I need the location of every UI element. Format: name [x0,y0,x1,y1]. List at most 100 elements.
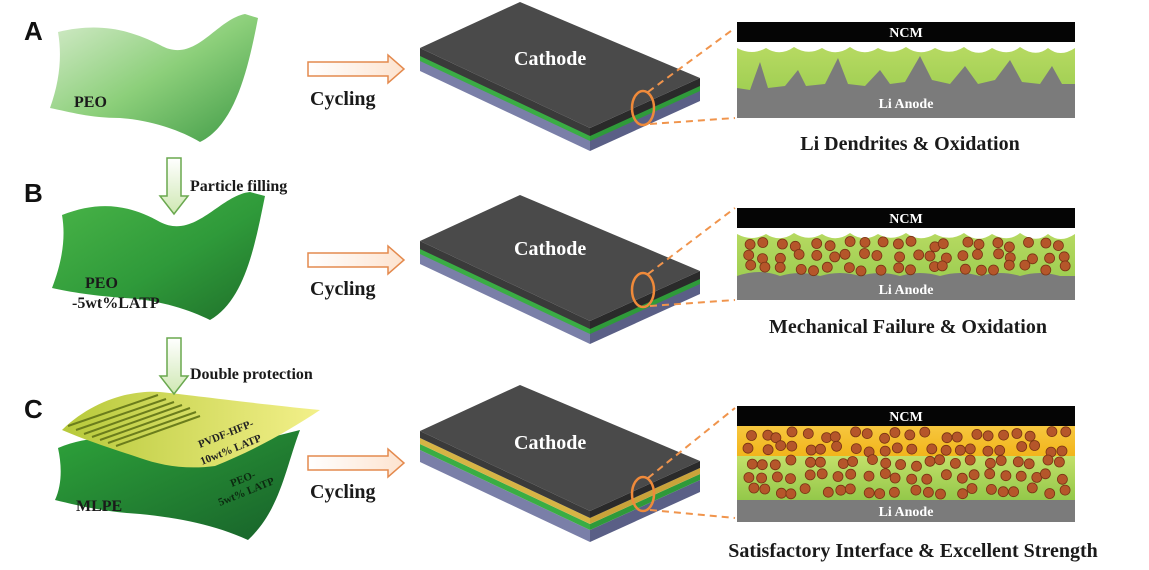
latp-particle [847,456,858,467]
latp-particle [904,429,916,441]
latp-particle [911,460,922,472]
latp-particle [880,468,891,480]
zoom-ring-c [630,475,656,513]
cycling-label-c: Cycling [310,481,376,503]
ncm-label-c: NCM [889,410,922,425]
film-label-b-line2: -5wt%LATP [72,295,160,312]
latp-particle [785,473,796,485]
latp-particle [824,240,836,252]
latp-particle [997,486,1009,498]
latp-particle [1026,482,1038,494]
ncm-label-a: NCM [889,26,922,41]
latp-particle [894,251,905,263]
latp-particle [923,486,934,498]
latp-particle [1004,241,1015,253]
cathode-stack-b [420,195,700,344]
latp-particle [850,426,861,438]
latp-particle [774,261,786,273]
latp-particle [744,238,756,250]
latp-particle [822,486,834,498]
latp-particle [973,238,985,250]
latp-particle [776,487,787,499]
latp-particle [893,262,905,274]
cathode-label-b: Cathode [514,238,586,260]
latp-particle [924,455,936,467]
panel-letter-a: A [24,16,43,46]
film-label-b-line1: PEO [85,275,118,292]
latp-particle [770,432,782,444]
cycling-arrow-b [307,244,406,276]
ncm-bar-c [737,406,1075,426]
latp-particle [808,265,819,277]
latp-particle [893,238,904,250]
latp-particle [891,442,903,454]
latp-particle [844,483,856,495]
anode-label-b: Li Anode [879,283,934,298]
latp-particle [745,259,757,271]
latp-particle [850,443,862,455]
transition-label-particle-filling: Particle filling [190,178,287,195]
latp-particle [994,444,1006,456]
cathode-stack-a [420,2,700,151]
latp-particle [992,237,1004,249]
latp-particle [845,468,857,480]
latp-particle [785,454,797,466]
latp-particle [859,248,870,259]
latp-particle [746,430,757,441]
latp-particle [743,472,755,483]
zoom-ring-a [630,89,656,127]
latp-particle [964,454,976,466]
latp-particle [976,264,987,276]
latp-particle [786,440,798,452]
latp-particle [1003,259,1015,271]
transition-label-double-protection: Double protection [190,366,313,383]
latp-particle [861,428,873,440]
caption-c: Satisfactory Interface & Excellent Stren… [728,540,1098,562]
panel-letter-b: B [24,178,43,208]
latp-particle [1056,445,1068,457]
latp-particle [816,468,828,480]
latp-particle [844,236,856,247]
latp-particle [874,488,886,500]
latp-particle [941,469,952,481]
cycling-arrow-a [307,53,406,85]
latp-particle [748,482,760,494]
latp-particle [811,238,823,249]
latp-particle [793,248,805,260]
cathode-label-a: Cathode [514,48,586,70]
latp-particle [815,443,826,455]
latp-particle [756,472,767,484]
latp-particle [995,455,1007,466]
latp-particle [1029,440,1040,451]
latp-particle [905,264,916,276]
li-anode-a [737,56,1075,118]
oxidation-layer-b [737,228,1075,239]
anode-label-a: Li Anode [879,97,934,112]
latp-particle [832,471,844,482]
latp-particle [829,251,841,263]
zoom-box-b [737,208,1075,300]
latp-particle [871,250,883,261]
caption-b: Mechanical Failure & Oxidation [769,316,1047,338]
latp-particle [879,445,891,457]
latp-particle [1000,470,1012,482]
latp-particle [1016,441,1028,452]
latp-particle [986,483,997,495]
cycling-arrow-c [307,447,406,479]
latp-particle [998,429,1009,441]
latp-particle [962,236,974,248]
latp-particle [1008,486,1019,498]
latp-particle [1053,240,1064,252]
latp-particle [811,249,823,261]
latp-particle [960,263,971,275]
latp-particle [831,440,842,452]
latp-particle [799,483,811,495]
latp-particle [795,263,807,275]
caption-a: Li Dendrites & Oxidation [800,133,1019,155]
latp-particle [839,248,851,260]
latp-particle [1042,454,1054,466]
latp-particles-b [743,235,1071,277]
li-anode-b [737,272,1075,300]
latp-particle [921,473,933,485]
